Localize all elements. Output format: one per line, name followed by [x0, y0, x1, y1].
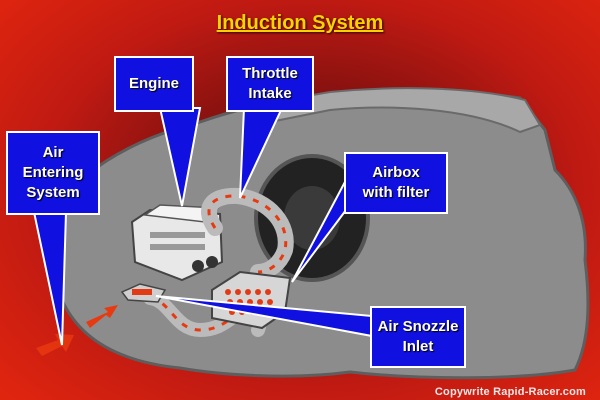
copyright-text: Copywrite Rapid-Racer.com [434, 386, 586, 398]
snozzle-callout: Air Snozzle Inlet [370, 306, 466, 368]
airbox-label: Airbox with filter [362, 164, 430, 201]
airbox-callout: Airbox with filter [344, 152, 448, 214]
throttle-label: Throttle Intake [242, 65, 298, 102]
throttle-callout: Throttle Intake [226, 56, 314, 112]
air-entering-pointer [32, 211, 68, 346]
snozzle-label: Air Snozzle Inlet [377, 318, 459, 355]
air-entering-label: Air Entering System [22, 144, 84, 201]
car-window [253, 87, 542, 134]
air-arrow-2 [86, 305, 118, 328]
engine-block [130, 204, 224, 282]
intake-pipe [201, 187, 294, 280]
engine-label: Engine [128, 75, 179, 92]
diagram-title: Induction System [216, 12, 384, 34]
engine-callout: Engine [114, 56, 194, 112]
air-entering-callout: Air Entering System [6, 131, 100, 215]
air-arrow-1 [36, 334, 74, 356]
